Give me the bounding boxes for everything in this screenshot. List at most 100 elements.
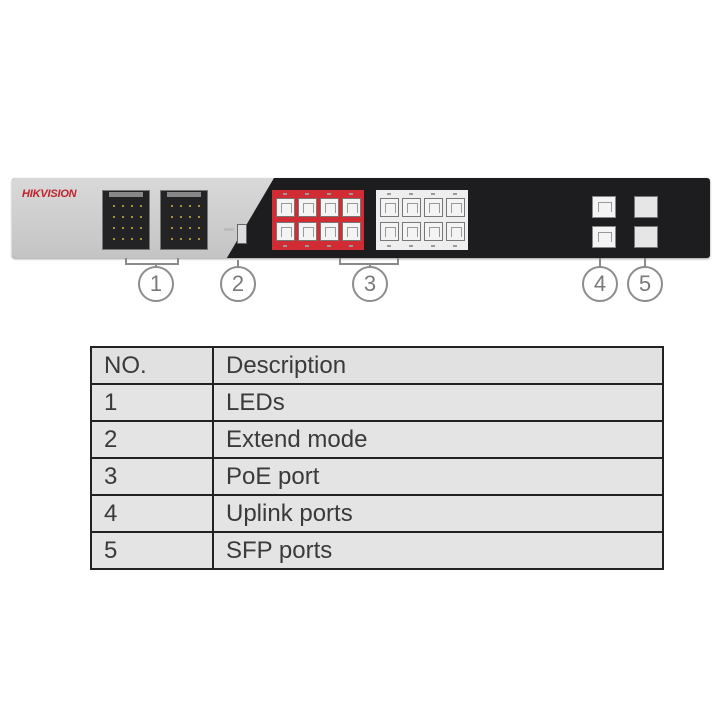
led-block-header: [109, 192, 143, 197]
poe-port[interactable]: [446, 198, 465, 217]
led-light: [189, 227, 191, 229]
poe-port-group-red: [272, 190, 364, 250]
led-light: [180, 216, 182, 218]
led-light: [189, 216, 191, 218]
led-indicator-block-2: [160, 190, 208, 250]
table-row: 5 SFP ports: [90, 531, 664, 570]
led-light: [180, 227, 182, 229]
led-light: [131, 238, 133, 240]
led-indicator-block-1: [102, 190, 150, 250]
poe-port[interactable]: [320, 198, 339, 217]
header-description: Description: [212, 346, 664, 385]
port-number-mark: [453, 245, 457, 247]
port-number-mark: [305, 245, 309, 247]
port-number-mark: [305, 193, 309, 195]
led-light: [180, 238, 182, 240]
port-number-mark: [283, 245, 287, 247]
led-light: [113, 205, 115, 207]
row-description: LEDs: [212, 383, 664, 422]
port-number-mark: [349, 245, 353, 247]
row-number: 4: [90, 494, 214, 533]
led-light: [122, 216, 124, 218]
port-number-mark: [409, 193, 413, 195]
port-number-mark: [349, 193, 353, 195]
sfp-port-top[interactable]: [634, 196, 658, 218]
led-light: [198, 227, 200, 229]
row-description: PoE port: [212, 457, 664, 496]
poe-port[interactable]: [424, 222, 443, 241]
callout-bracket-3: [339, 258, 399, 265]
row-description: SFP ports: [212, 531, 664, 570]
row-number: 5: [90, 531, 214, 570]
table-row: 3 PoE port: [90, 457, 664, 496]
poe-port[interactable]: [342, 222, 361, 241]
table-row: 4 Uplink ports: [90, 494, 664, 533]
led-light: [131, 227, 133, 229]
led-light: [171, 216, 173, 218]
poe-port[interactable]: [402, 198, 421, 217]
led-light: [131, 216, 133, 218]
port-number-mark: [431, 245, 435, 247]
uplink-port-bottom[interactable]: [592, 226, 616, 248]
port-number-mark: [387, 193, 391, 195]
row-description: Extend mode: [212, 420, 664, 459]
led-light: [131, 205, 133, 207]
led-light: [171, 205, 173, 207]
poe-port[interactable]: [276, 198, 295, 217]
led-light: [198, 238, 200, 240]
led-light: [113, 238, 115, 240]
poe-port[interactable]: [298, 222, 317, 241]
uplink-port-top[interactable]: [592, 196, 616, 218]
port-number-mark: [283, 193, 287, 195]
poe-port[interactable]: [276, 222, 295, 241]
port-number-mark: [327, 245, 331, 247]
led-light: [140, 216, 142, 218]
poe-port[interactable]: [380, 222, 399, 241]
port-number-mark: [327, 193, 331, 195]
callout-3: 3: [352, 266, 388, 302]
led-light: [189, 205, 191, 207]
sfp-port-bottom[interactable]: [634, 226, 658, 248]
poe-port[interactable]: [424, 198, 443, 217]
led-light: [198, 205, 200, 207]
led-light: [122, 227, 124, 229]
port-number-mark: [387, 245, 391, 247]
table-row: 1 LEDs: [90, 383, 664, 422]
poe-port[interactable]: [446, 222, 465, 241]
led-light: [189, 238, 191, 240]
switch-front-panel: HIKVISION: [12, 178, 710, 258]
description-table: NO. Description 1 LEDs 2 Extend mode 3 P…: [90, 346, 664, 570]
poe-port[interactable]: [320, 222, 339, 241]
callout-bracket-1: [125, 258, 179, 265]
led-light: [113, 227, 115, 229]
callout-1: 1: [138, 266, 174, 302]
row-number: 3: [90, 457, 214, 496]
poe-port-group-white: [376, 190, 468, 250]
led-light: [171, 238, 173, 240]
callout-5: 5: [627, 266, 663, 302]
callout-2: 2: [220, 266, 256, 302]
led-light: [198, 216, 200, 218]
extend-mode-toggle[interactable]: [237, 224, 247, 244]
led-light: [113, 216, 115, 218]
table-row: 2 Extend mode: [90, 420, 664, 459]
led-light: [122, 205, 124, 207]
extend-mode-switch[interactable]: [224, 216, 254, 244]
extend-mode-label: [224, 228, 234, 231]
row-number: 1: [90, 383, 214, 422]
header-no: NO.: [90, 346, 214, 385]
poe-port[interactable]: [342, 198, 361, 217]
led-light: [140, 238, 142, 240]
port-number-mark: [431, 193, 435, 195]
hikvision-logo: HIKVISION: [22, 188, 77, 200]
table-header-row: NO. Description: [90, 346, 664, 385]
callout-4: 4: [582, 266, 618, 302]
led-block-header: [167, 192, 201, 197]
poe-port[interactable]: [380, 198, 399, 217]
row-description: Uplink ports: [212, 494, 664, 533]
row-number: 2: [90, 420, 214, 459]
port-number-mark: [453, 193, 457, 195]
led-light: [180, 205, 182, 207]
poe-port[interactable]: [298, 198, 317, 217]
poe-port[interactable]: [402, 222, 421, 241]
